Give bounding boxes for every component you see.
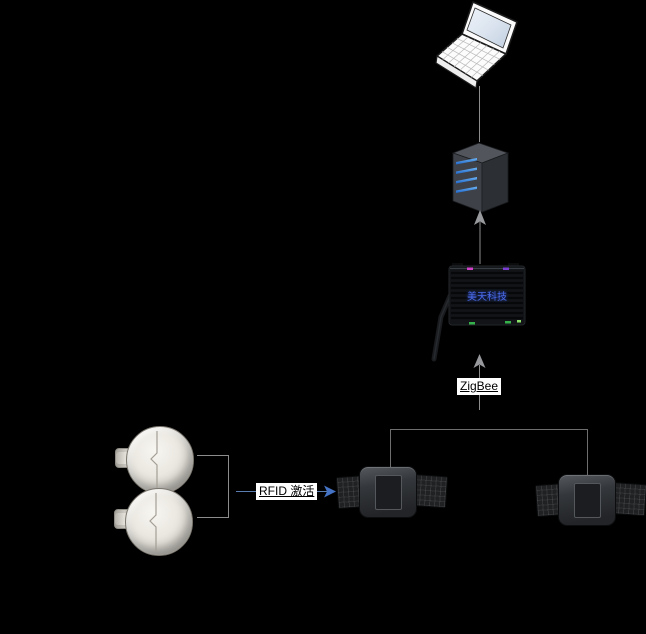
connector-activators-bracket xyxy=(197,455,229,518)
gateway-brand-text: 美天科技 xyxy=(467,290,507,303)
status-light-green xyxy=(505,321,511,324)
arrowhead-right xyxy=(324,485,336,498)
watch-body xyxy=(359,466,417,518)
status-light-green xyxy=(517,320,521,323)
laptop-screen xyxy=(466,7,512,49)
status-light-magenta xyxy=(467,267,473,270)
laptop-icon xyxy=(435,1,518,89)
gateway-body xyxy=(448,265,526,326)
gateway-vents xyxy=(451,271,523,320)
antenna-icon xyxy=(431,293,453,362)
smartwatch-icon xyxy=(335,464,449,520)
laptop-keyboard xyxy=(441,36,501,78)
connector-zigbee-to-wristbands xyxy=(390,395,588,476)
zigbee-gateway-icon: 美天科技 美天科技 xyxy=(431,263,526,362)
server-right-face xyxy=(481,152,509,213)
arrowhead-up xyxy=(474,210,486,225)
status-light-green xyxy=(469,322,475,325)
arrowhead-up xyxy=(473,354,486,368)
watch-body xyxy=(558,474,616,526)
rfid-activator-icon xyxy=(125,488,193,556)
watch-screen xyxy=(375,475,402,510)
watch-screen xyxy=(574,483,601,518)
server-icon xyxy=(451,142,510,213)
rfid-activation-label: RFID 激活 xyxy=(256,483,318,500)
arrow-gateway-to-server xyxy=(474,210,486,264)
zigbee-label: ZigBee xyxy=(457,378,502,395)
antenna-highlight xyxy=(433,295,451,360)
server-led-stripes xyxy=(456,158,477,193)
status-light-purple xyxy=(503,267,509,270)
activator-seam xyxy=(149,493,157,551)
activator-seam xyxy=(150,431,158,489)
arrow-zigbee-to-gateway xyxy=(473,354,486,378)
gateway-brand-glow: 美天科技 xyxy=(467,290,507,303)
laptop-front-edge xyxy=(435,55,478,89)
smartwatch-icon xyxy=(534,472,646,528)
